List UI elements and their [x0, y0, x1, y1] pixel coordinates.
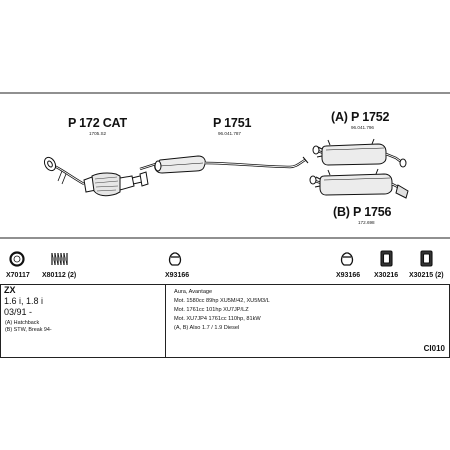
- note-line: Aura, Avantage: [174, 289, 213, 295]
- vehicle-info-box: ZX 1.6 i, 1.8 i 03/91 - (A) Hatchback (B…: [0, 284, 166, 358]
- accessory-label: X30215 (2): [409, 272, 444, 279]
- accessory-label: X80112 (2): [42, 272, 77, 279]
- vehicle-engines: 1.6 i, 1.8 i: [4, 296, 44, 306]
- oem-number-rear-a: 96.041.796: [351, 125, 374, 130]
- rubber-hanger-icon: [380, 250, 393, 267]
- rear-silencer-a-drawing: [312, 138, 407, 168]
- note-line: (A, B) Also 1.7 / 1.9 Diesel: [174, 325, 240, 331]
- spring-icon: [51, 252, 68, 266]
- oem-number-rear-b: 172.698: [358, 220, 375, 225]
- vehicle-variant-b: (B) STW, Break 94-: [5, 327, 52, 333]
- note-line: Mot. 1580cc 89hp XU5M/42, XU5M3/L: [174, 298, 270, 304]
- accessory-label: X70117: [6, 272, 30, 279]
- oem-number-catalyst: 1705.S2: [89, 131, 107, 136]
- rear-silencer-b-drawing: [309, 168, 409, 199]
- vehicle-variant-a: (A) Hatchback: [5, 320, 40, 326]
- note-line: Mot. XU7JP4 1761cc 110hp, 81kW: [174, 316, 261, 322]
- part-label-rear-b: (B) P 1756: [333, 205, 392, 219]
- middle-silencer-drawing: [139, 155, 309, 174]
- vehicle-date: 03/91 -: [4, 307, 33, 317]
- note-line: Mot. 1761cc 101hp XU7JP/LZ: [174, 307, 249, 313]
- accessory-label: X93166: [336, 272, 361, 279]
- clamp-icon: [340, 252, 354, 266]
- catalytic-converter-drawing: [43, 156, 149, 197]
- part-label-rear-a: (A) P 1752: [331, 110, 390, 124]
- part-label-catalyst: P 172 CAT: [68, 116, 127, 130]
- vehicle-model: ZX: [4, 285, 16, 295]
- accessory-label: X30216: [374, 272, 399, 279]
- catalogue-code: CI010: [423, 344, 445, 353]
- oem-number-middle: 96.041.787: [218, 131, 241, 136]
- notes-box: Aura, Avantage Mot. 1580cc 89hp XU5M/42,…: [165, 284, 450, 358]
- part-label-middle: P 1751: [213, 116, 252, 130]
- accessory-label: X93166: [165, 272, 190, 279]
- ring-gasket-icon: [9, 251, 25, 267]
- rubber-hanger-icon: [420, 250, 433, 267]
- clamp-icon: [168, 252, 182, 266]
